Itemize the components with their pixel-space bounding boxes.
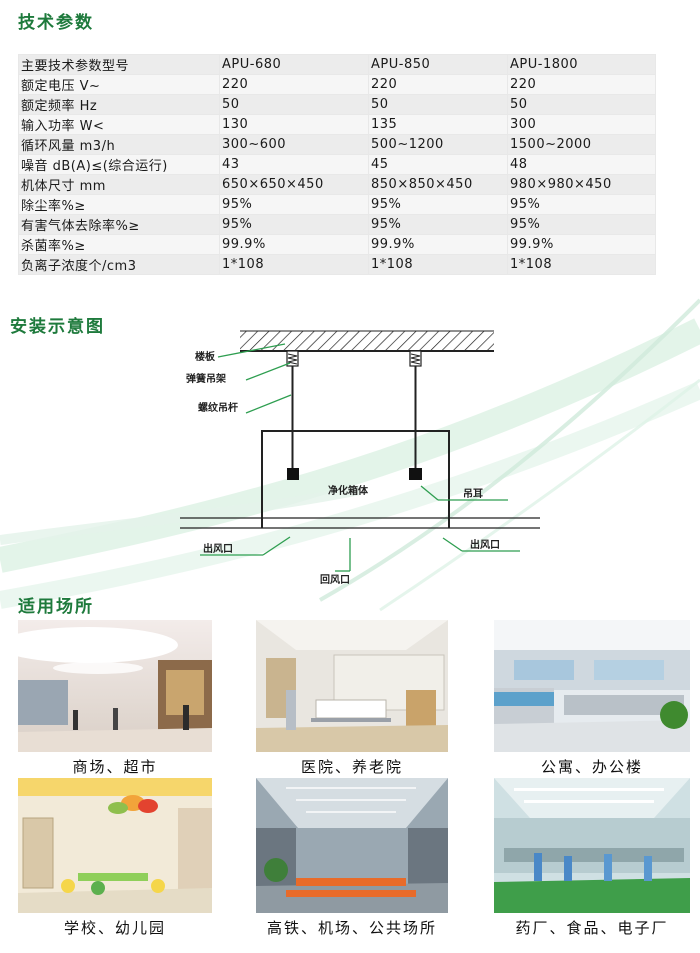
spec-table: 主要技术参数型号 APU-680 APU-850 APU-1800 额定电压 V…	[18, 54, 656, 275]
label-outlet-right: 出风口	[470, 538, 500, 551]
label-outlet-left: 出风口	[203, 542, 233, 555]
kindergarten-classroom-photo	[18, 778, 212, 913]
label-unit-box: 净化箱体	[328, 484, 369, 497]
venue-mall: 商场、超市	[18, 620, 212, 780]
spec-value-cell: 135	[368, 114, 508, 135]
venue-cleanroom: 药厂、食品、电子厂	[494, 778, 690, 942]
spec-value-cell: 1*108	[219, 254, 369, 275]
spec-value-cell: 220	[368, 74, 508, 95]
office-interior-photo	[494, 620, 690, 752]
spec-value-cell: 45	[368, 154, 508, 175]
spec-value-cell: 130	[219, 114, 369, 135]
venue-kindergarten: 学校、幼儿园	[18, 778, 212, 942]
spec-header-cell: 主要技术参数型号	[18, 54, 220, 75]
spec-table-row: 机体尺寸 mm 650×650×450 850×850×450 980×980×…	[18, 174, 656, 195]
spec-value-cell: 300	[507, 114, 656, 135]
label-lifting-lug: 吊耳	[463, 488, 483, 500]
venue-caption: 高铁、机场、公共场所	[266, 919, 437, 937]
spec-value-cell: 500~1200	[368, 134, 508, 155]
spec-table-row: 额定电压 V~ 220 220 220	[18, 74, 656, 95]
label-floor-slab: 楼板	[195, 350, 216, 363]
spec-value-cell: 95%	[219, 214, 369, 235]
venue-caption: 药厂、食品、电子厂	[515, 919, 669, 937]
spec-table-row: 负离子浓度个/cm3 1*108 1*108 1*108	[18, 254, 656, 275]
spec-param-cell: 杀菌率%≥	[18, 234, 220, 255]
spec-table-row: 循环风量 m3/h 300~600 500~1200 1500~2000	[18, 134, 656, 155]
spec-value-cell: 1*108	[368, 254, 508, 275]
spec-table-row: 输入功率 W< 130 135 300	[18, 114, 656, 135]
spec-header-cell: APU-1800	[507, 54, 656, 75]
spec-value-cell: 650×650×450	[219, 174, 369, 195]
spec-value-cell: 95%	[507, 214, 656, 235]
spec-value-cell: 43	[219, 154, 369, 175]
label-threaded-rod: 螺纹吊杆	[198, 401, 238, 414]
spec-value-cell: 99.9%	[507, 234, 656, 255]
spec-value-cell: 220	[507, 74, 656, 95]
station-waiting-hall-photo	[256, 778, 448, 913]
cleanroom-factory-photo	[494, 778, 690, 913]
spec-value-cell: 300~600	[219, 134, 369, 155]
spec-param-cell: 循环风量 m3/h	[18, 134, 220, 155]
spec-value-cell: 95%	[368, 214, 508, 235]
spec-value-cell: 95%	[368, 194, 508, 215]
spec-value-cell: 48	[507, 154, 656, 175]
spec-param-cell: 噪音 dB(A)≤(综合运行)	[18, 154, 220, 175]
spec-table-header-row: 主要技术参数型号 APU-680 APU-850 APU-1800	[18, 54, 656, 75]
spec-table-row: 噪音 dB(A)≤(综合运行) 43 45 48	[18, 154, 656, 175]
spec-table-row: 额定频率 Hz 50 50 50	[18, 94, 656, 115]
specs-section-title: 技术参数	[18, 13, 94, 33]
spec-param-cell: 额定频率 Hz	[18, 94, 220, 115]
venue-caption: 医院、养老院	[300, 758, 403, 776]
spec-value-cell: 980×980×450	[507, 174, 656, 195]
spec-value-cell: 95%	[507, 194, 656, 215]
diagram-section-title: 安装示意图	[10, 317, 105, 337]
venue-office: 公寓、办公楼	[494, 620, 690, 780]
lifting-lug-left	[287, 468, 299, 480]
spec-param-cell: 机体尺寸 mm	[18, 174, 220, 195]
venue-caption: 学校、幼儿园	[63, 919, 166, 937]
spec-param-cell: 额定电压 V~	[18, 74, 220, 95]
spec-header-cell: APU-680	[219, 54, 369, 75]
spring-hanger-right	[409, 350, 422, 367]
spec-table-row: 有害气体去除率%≥ 95% 95% 95%	[18, 214, 656, 235]
purifier-unit-box	[261, 430, 450, 528]
spec-value-cell: 1500~2000	[507, 134, 656, 155]
label-return-inlet: 回风口	[320, 574, 350, 586]
spec-value-cell: 99.9%	[219, 234, 369, 255]
hospital-ward-photo	[256, 620, 448, 752]
spec-param-cell: 有害气体去除率%≥	[18, 214, 220, 235]
installation-diagram: 楼板 弹簧吊架 螺纹吊杆 净化箱体 吊耳 出风口 出风口 回风口	[180, 330, 540, 586]
spec-header-cell: APU-850	[368, 54, 508, 75]
floor-slab	[240, 331, 494, 351]
venue-caption: 公寓、办公楼	[540, 758, 643, 776]
spec-param-cell: 除尘率%≥	[18, 194, 220, 215]
spec-table-row: 杀菌率%≥ 99.9% 99.9% 99.9%	[18, 234, 656, 255]
spec-param-cell: 输入功率 W<	[18, 114, 220, 135]
lifting-lug-right	[409, 468, 422, 480]
venue-hospital: 医院、养老院	[256, 620, 448, 780]
spec-value-cell: 220	[219, 74, 369, 95]
spec-value-cell: 50	[507, 94, 656, 115]
spec-param-cell: 负离子浓度个/cm3	[18, 254, 220, 275]
label-spring-hanger: 弹簧吊架	[186, 372, 226, 385]
spec-value-cell: 95%	[219, 194, 369, 215]
spec-value-cell: 1*108	[507, 254, 656, 275]
venue-station: 高铁、机场、公共场所	[256, 778, 448, 942]
spec-value-cell: 99.9%	[368, 234, 508, 255]
venues-section-title: 适用场所	[18, 597, 94, 617]
spec-table-row: 除尘率%≥ 95% 95% 95%	[18, 194, 656, 215]
spec-value-cell: 850×850×450	[368, 174, 508, 195]
spec-value-cell: 50	[368, 94, 508, 115]
venue-caption: 商场、超市	[72, 758, 158, 776]
shopping-mall-photo	[18, 620, 212, 752]
spec-value-cell: 50	[219, 94, 369, 115]
